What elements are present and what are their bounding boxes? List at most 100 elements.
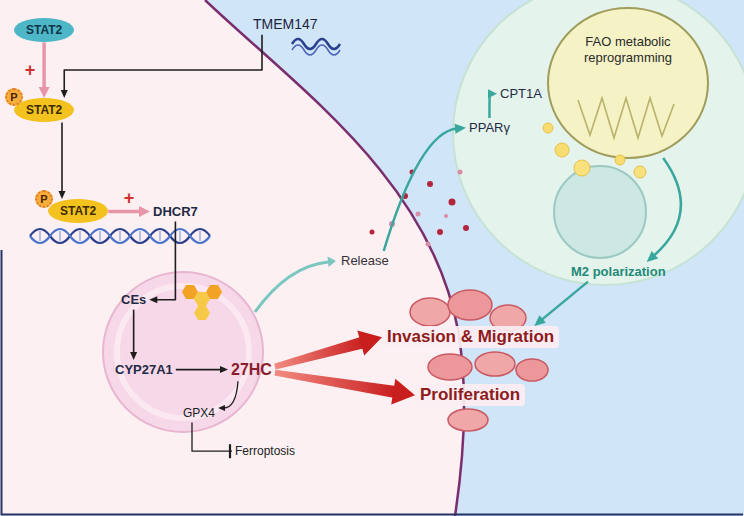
connector [108,206,150,217]
tumor-cell [448,290,492,320]
connector-line [176,369,222,371]
dna-strand [30,229,210,243]
node-text: Release [341,253,389,269]
cell-membrane [205,0,464,516]
lipid-drop [634,166,646,178]
phosphate-mark: P [35,190,53,208]
arrowhead [220,366,228,373]
arrowhead [357,330,382,355]
connector-line [156,222,176,300]
27hc-dot [437,229,443,235]
connector-line [42,42,46,89]
27hc-dot [449,199,456,206]
protein-label: GPX4 [180,404,218,422]
inhibition-bar [229,444,231,458]
connector-line [224,381,238,408]
tumor-cell [410,298,450,326]
connector [274,330,382,369]
process-label: Ferroptosis [232,442,298,460]
27hc-dot [370,230,375,235]
macrophage-nucleus [554,166,646,258]
node-text: FAO metabolic reprogramming [568,34,688,65]
node-text: STAT2 [60,204,96,218]
frame-line [2,250,744,515]
mitochondrion-outline [548,8,708,158]
metabolite-label: 27HC [228,358,275,381]
connector-line [541,282,588,321]
connector-line [108,210,141,214]
connector [488,89,497,118]
lipid-drop [555,143,569,157]
arrowhead [149,296,157,303]
phosphate-mark: P [5,88,23,106]
connector-line [64,35,262,92]
mrna-wave [292,39,340,49]
arrowhead [130,352,137,360]
connector-line [61,122,63,192]
lipid-drop [543,123,553,133]
enzyme-label: CYP27A1 [112,360,176,380]
connector [61,35,262,98]
node-text: Proliferation [420,385,520,405]
arrow-shaft [274,337,364,370]
connector-line [384,129,458,251]
node-text: 27HC [231,360,272,379]
tumor-cell [448,409,488,431]
arrowhead [391,379,415,405]
process-label: Release [338,251,392,271]
27hc-dot [426,242,431,247]
mitochondrion: FAO metabolic reprogramming [548,8,708,158]
lipid-droplet-highlight [117,286,249,418]
arrowhead [534,315,546,326]
mitochondrion-cristae [578,98,674,138]
protein-label: PPARγ [466,118,513,138]
connector-line [192,422,232,451]
node-text: CEs [121,292,146,308]
node-text: CPT1A [500,86,542,102]
arrowhead [455,124,466,134]
cell-body [0,0,464,516]
tumor-cell [516,359,548,381]
mrna-wave [292,45,340,55]
connector [647,158,681,262]
arrow-shaft [274,370,396,398]
node-text: DHCR7 [153,204,198,220]
release-arrow [255,262,328,312]
connector-line [653,158,681,256]
node-text: M2 polarization [571,264,666,280]
gene-label: DHCR7 [150,202,201,222]
release-arrowhead [328,257,337,268]
node-text: GPX4 [183,406,215,420]
arrowhead [139,206,150,217]
connector [218,381,238,411]
phenotype-label: Proliferation [415,384,525,406]
macrophage [453,0,744,285]
arrowhead [218,405,225,411]
connector [149,222,175,304]
gene-label: TMEM147 [250,14,321,35]
arrowhead [647,251,659,262]
dna-strand [30,229,210,243]
node-text: STAT2 [26,23,62,37]
27hc-dot [444,214,448,218]
connector [39,42,50,98]
edge-label: + [25,61,36,79]
tumor-cell [428,354,472,380]
arrowhead [59,191,66,199]
tumor-cell [475,352,515,376]
node-text: CYP27A1 [115,362,173,378]
connector [192,422,232,458]
connector [384,124,466,251]
lipid-drop [615,155,625,165]
connector [176,366,228,373]
node-text: Invasion & Migration [387,327,554,347]
connector [274,370,415,405]
27hc-dot [463,225,469,231]
protein-label: CPT1A [497,84,545,104]
connector-line [133,310,135,354]
node-text: TMEM147 [253,16,318,33]
connector [534,282,588,326]
phenotype-label: M2 polarization [568,262,669,282]
connector [130,310,137,360]
ester-hexagon [206,285,222,299]
